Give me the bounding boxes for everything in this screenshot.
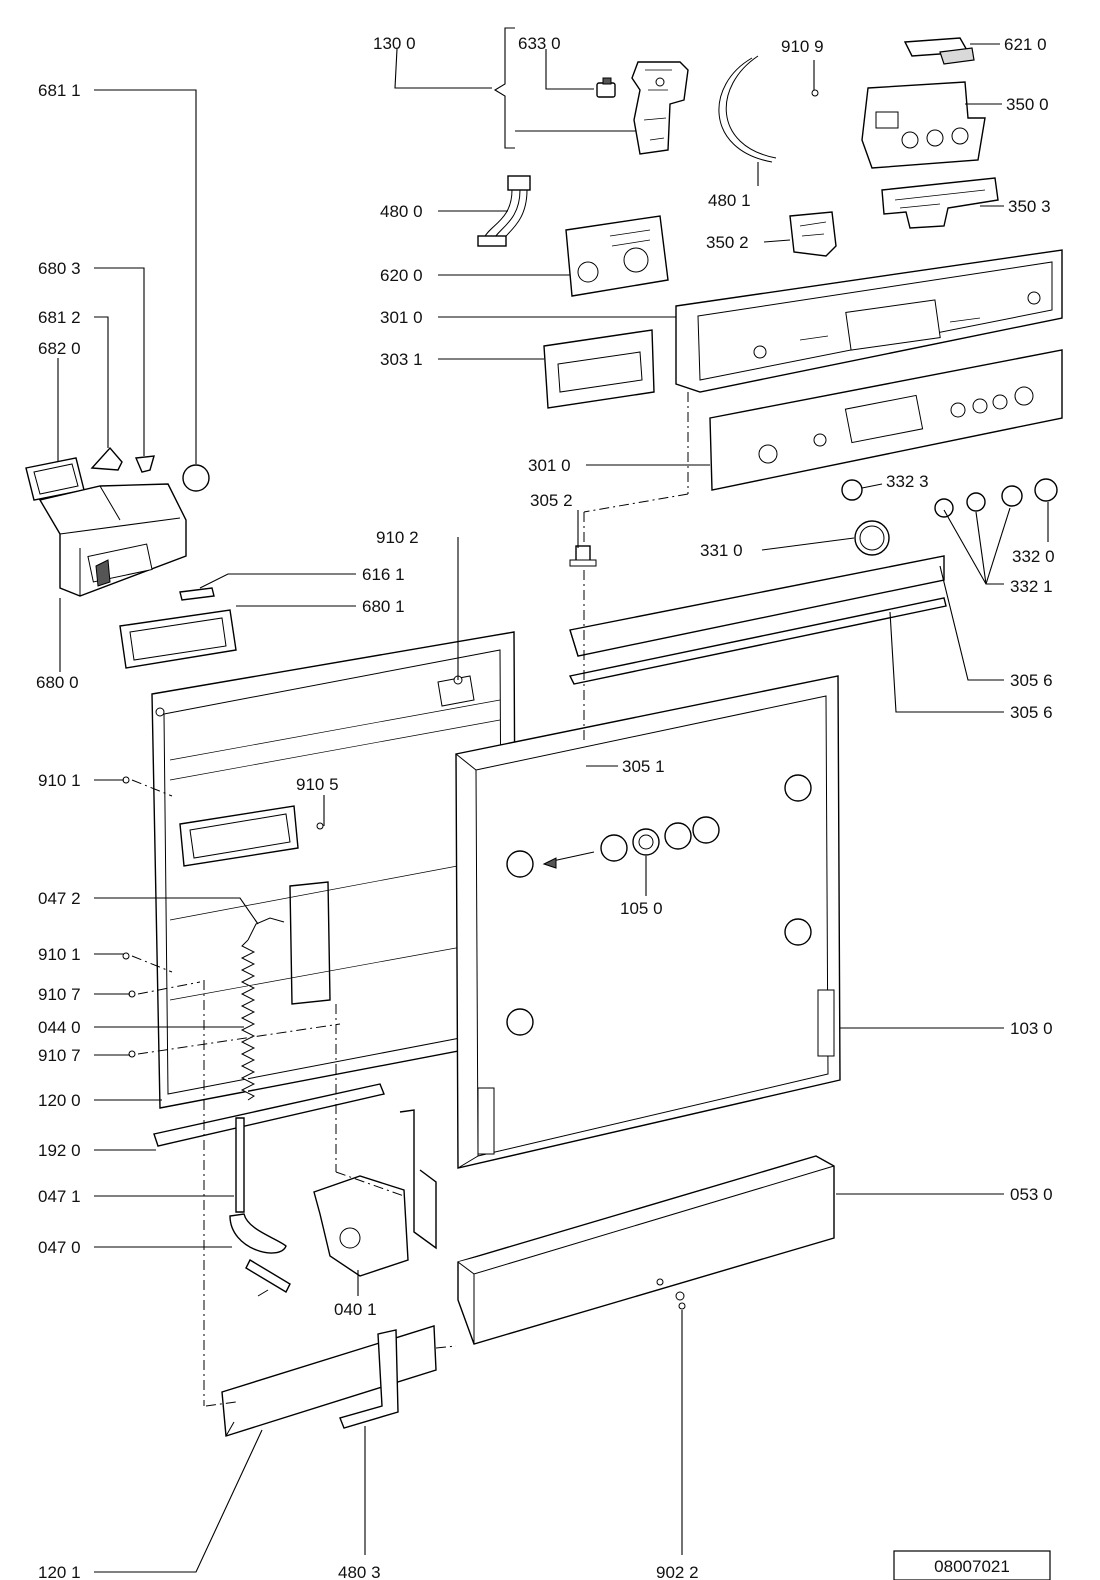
- part-3052-guide: [569, 545, 597, 567]
- label-6801: 680 1: [362, 597, 405, 616]
- label-3010-lower: 301 0: [528, 456, 571, 475]
- label-3321: 332 1: [1010, 577, 1053, 596]
- label-0472: 047 2: [38, 889, 81, 908]
- part-drawings: [25, 27, 1063, 1437]
- label-3056-b: 305 6: [1010, 703, 1053, 722]
- label-6812: 681 2: [38, 308, 81, 327]
- label-6210: 621 0: [1004, 35, 1047, 54]
- part-9107-screw-b: [128, 1050, 136, 1058]
- part-0401-hinge-plate: [313, 1109, 437, 1277]
- label-1030: 103 0: [1010, 1019, 1053, 1038]
- leader-lines: [57, 43, 1049, 1573]
- reference-code: 08007021: [934, 1557, 1010, 1576]
- part-6801-gasket: [119, 609, 237, 669]
- part-3320-knob: [1034, 478, 1058, 502]
- label-4800: 480 0: [380, 202, 423, 221]
- part-knobs: [841, 478, 1058, 556]
- part-3500-pcb: [861, 81, 986, 169]
- part-6812-clip: [90, 446, 123, 471]
- group-bracket-1300: [493, 27, 515, 149]
- assembly-lines: [131, 392, 689, 1407]
- label-6800: 680 0: [36, 673, 79, 692]
- part-6800-dispenser: [38, 483, 187, 597]
- part-6803-part: [134, 455, 155, 473]
- label-6161: 616 1: [362, 565, 405, 584]
- part-4803-bracket: [339, 1329, 399, 1429]
- part-0472-hook: [247, 917, 285, 941]
- label-9105: 910 5: [296, 775, 339, 794]
- part-6811-cap: [182, 464, 210, 492]
- part-0470-hinge: [229, 1117, 291, 1297]
- reference-box: [893, 1550, 1051, 1580]
- label-6803: 680 3: [38, 259, 81, 278]
- part-4801-cable-b: [725, 55, 777, 159]
- label-4801: 480 1: [708, 191, 751, 210]
- part-3056-rails: [568, 555, 947, 685]
- label-3323: 332 3: [886, 472, 929, 491]
- part-9101-screw-b: [122, 952, 130, 960]
- label-3056-a: 305 6: [1010, 671, 1053, 690]
- part-1030-outer-door: [455, 675, 841, 1169]
- label-1201: 120 1: [38, 1563, 81, 1580]
- part-6210-connector: [903, 37, 975, 65]
- label-3051: 305 1: [622, 757, 665, 776]
- part-6161-part: [179, 587, 215, 601]
- part-labels: 130 0 633 0 910 9 621 0 681 1 350 0 480 …: [36, 34, 1055, 1580]
- label-1200: 120 0: [38, 1091, 81, 1110]
- label-9107-b: 910 7: [38, 1046, 81, 1065]
- part-3031-cover: [543, 329, 655, 409]
- part-4800-harness: [477, 175, 531, 247]
- label-1050: 105 0: [620, 899, 663, 918]
- label-6200: 620 0: [380, 266, 423, 285]
- part-1920-strip: [153, 1083, 385, 1147]
- label-9109: 910 9: [781, 37, 824, 56]
- label-9107-a: 910 7: [38, 985, 81, 1004]
- part-1200-inner-door: [151, 631, 517, 1109]
- label-0471: 047 1: [38, 1187, 81, 1206]
- label-3320: 332 0: [1012, 547, 1055, 566]
- label-3031: 303 1: [380, 350, 423, 369]
- part-1050-plugs: [600, 816, 720, 862]
- part-1300-door-lock: [631, 61, 689, 155]
- part-6330-micro-switch: [596, 77, 616, 98]
- label-3503: 350 3: [1008, 197, 1051, 216]
- label-3010-upper: 301 0: [380, 308, 423, 327]
- label-6820: 682 0: [38, 339, 81, 358]
- part-9109-screw: [811, 89, 819, 97]
- part-9022-screw: [675, 1291, 685, 1301]
- label-3310: 331 0: [700, 541, 743, 560]
- label-6330: 633 0: [518, 34, 561, 53]
- label-0470: 047 0: [38, 1238, 81, 1257]
- label-9101-a: 910 1: [38, 771, 81, 790]
- label-3052: 305 2: [530, 491, 573, 510]
- part-0530-kick-plate: [457, 1155, 835, 1345]
- label-9101-b: 910 1: [38, 945, 81, 964]
- label-6811: 681 1: [38, 81, 81, 100]
- part-1201-bottom-rail: [221, 1325, 437, 1437]
- label-9102: 910 2: [376, 528, 419, 547]
- part-0440-spring: [240, 939, 256, 1101]
- part-9105-screw: [316, 822, 324, 830]
- label-9022: 902 2: [656, 1563, 699, 1580]
- label-0530: 053 0: [1010, 1185, 1053, 1204]
- part-3010-control-panel-upper: [675, 249, 1063, 393]
- label-0401: 040 1: [334, 1300, 377, 1319]
- part-3503-board: [881, 177, 999, 229]
- label-4803: 480 3: [338, 1563, 381, 1580]
- label-3502: 350 2: [706, 233, 749, 252]
- label-0440: 044 0: [38, 1018, 81, 1037]
- part-3502-module: [789, 211, 837, 257]
- label-1300: 130 0: [373, 34, 416, 53]
- part-6200-control-module: [565, 215, 669, 297]
- part-3323-knob: [841, 479, 863, 501]
- part-3010-control-panel-lower: [709, 349, 1063, 491]
- label-1920: 192 0: [38, 1141, 81, 1160]
- label-3500: 350 0: [1006, 95, 1049, 114]
